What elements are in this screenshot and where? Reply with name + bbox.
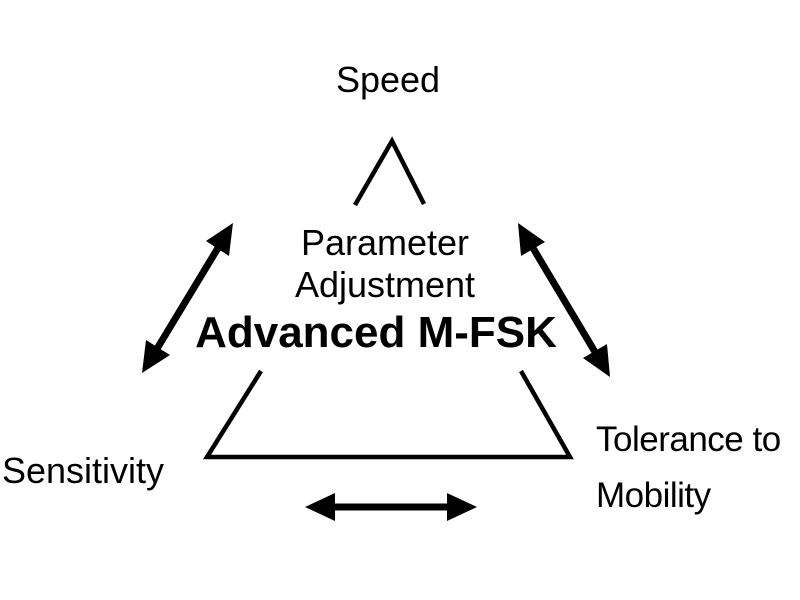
tolerance-mobility-label: Tolerance to Mobility xyxy=(596,412,781,524)
arrowhead-down-icon xyxy=(142,340,170,373)
parameter-adjustment-line2: Adjustment xyxy=(294,264,476,305)
speed-tolerance-arrow xyxy=(518,223,610,377)
arrowhead-up-icon xyxy=(518,223,545,256)
speed-sensitivity-arrow xyxy=(142,223,233,373)
arrow-shaft xyxy=(523,236,605,364)
speed-label: Speed xyxy=(335,59,441,100)
parameter-adjustment-label: Parameter Adjustment xyxy=(295,222,475,306)
triangle-apex-segment xyxy=(353,136,427,207)
tolerance-mobility-line2: Mobility xyxy=(596,476,711,515)
arrowhead-left-icon xyxy=(305,493,335,521)
parameter-adjustment-line1: Parameter xyxy=(300,222,470,263)
arrowhead-right-icon xyxy=(447,493,477,521)
triangle-base-segment xyxy=(202,369,574,460)
sensitivity-tolerance-arrow xyxy=(305,493,477,521)
arrow-shaft xyxy=(149,236,227,359)
advanced-mfsk-title: Advanced M-FSK xyxy=(195,308,557,357)
sensitivity-label: Sensitivity xyxy=(2,450,165,491)
tolerance-mobility-line1: Tolerance to xyxy=(596,420,781,459)
arrowhead-down-icon xyxy=(583,344,610,377)
arrowhead-up-icon xyxy=(206,223,233,256)
